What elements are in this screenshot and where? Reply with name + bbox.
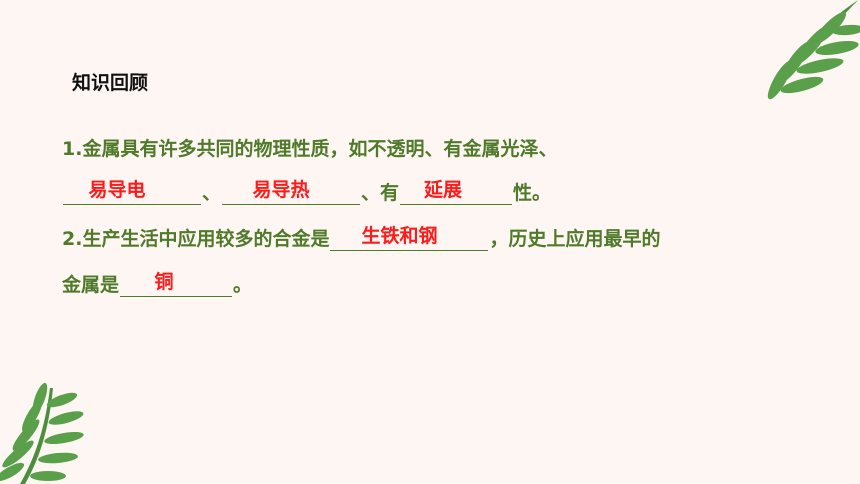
question-2-line-1: 2.生产生活中应用较多的合金是 生铁和钢 ，历史上应用最早的 bbox=[62, 224, 660, 251]
answer-blank: 易导电 bbox=[63, 179, 201, 205]
mid-text: ，历史上应用最早的 bbox=[489, 228, 661, 250]
answer-blank: 铜 bbox=[120, 271, 233, 297]
answer-blank: 延展 bbox=[400, 179, 513, 205]
answer-text: 生铁和钢 bbox=[361, 225, 438, 247]
prefix-text: 2.生产生活中应用较多的合金是 bbox=[62, 228, 330, 250]
question-1-line-2: 易导电 、 易导热 、有 延展 性。 bbox=[62, 178, 551, 205]
separator-text: 、 bbox=[202, 182, 222, 204]
question-2-line-2: 金属是 铜 。 bbox=[62, 270, 252, 297]
answer-text: 易导热 bbox=[252, 179, 310, 201]
answer-text: 易导电 bbox=[88, 179, 146, 201]
section-heading: 知识回顾 bbox=[72, 72, 149, 94]
answer-text: 铜 bbox=[154, 271, 174, 293]
answer-blank: 生铁和钢 bbox=[330, 225, 489, 251]
suffix-text: 性。 bbox=[513, 182, 552, 204]
answer-text: 延展 bbox=[424, 179, 463, 201]
prefix-text: 金属是 bbox=[62, 274, 120, 296]
fern-leaf-icon bbox=[767, 0, 860, 100]
question-1-line-1: 1.金属具有许多共同的物理性质，如不透明、有金属光泽、 bbox=[62, 138, 558, 160]
separator-text: 、有 bbox=[361, 182, 400, 204]
suffix-text: 。 bbox=[233, 274, 253, 296]
fern-leaf-icon bbox=[0, 382, 84, 484]
answer-blank: 易导热 bbox=[222, 179, 361, 205]
